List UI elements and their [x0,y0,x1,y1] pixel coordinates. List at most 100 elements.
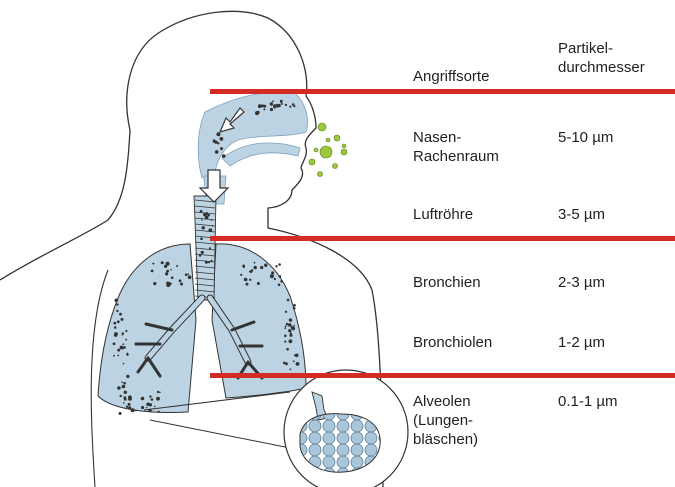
particle-dot [117,349,120,352]
particle-dot [171,276,174,279]
particle-dot [185,273,188,276]
inhaled-particle [334,135,340,141]
particle-dot [116,303,118,305]
header-site-label: Angriffsorte [413,67,489,86]
particle-dot [287,299,290,302]
diameter-bronchioles: 1-2 µm [558,333,605,352]
header-diameter-label: Partikel- durchmesser [558,39,645,77]
particle-dot [264,264,267,267]
particle-dot [285,311,287,313]
particle-dot [249,271,251,273]
particle-dot [120,346,124,350]
particle-dot [290,334,293,337]
particle-dot [258,104,262,108]
particle-dot [125,339,127,341]
particle-dot [254,266,257,269]
particle-dot [121,318,124,321]
site-bronchioles: Bronchiolen [413,333,492,352]
particle-dot [164,265,167,268]
particle-dot [119,313,122,316]
particle-dot [244,278,248,282]
particle-dot [293,304,296,307]
particle-dot [209,247,211,249]
particle-dot [199,254,202,257]
particle-dot [200,210,203,213]
diameter-nasopharynx: 5-10 µm [558,128,613,147]
particle-dot [285,362,288,365]
particle-dot [122,343,124,345]
particle-dot [281,103,283,105]
particle-dot [288,329,291,332]
inhaled-particle [318,172,323,177]
particle-dot [220,147,223,150]
particle-dot [296,362,300,366]
particle-dot [246,283,249,286]
inhaled-particles [309,123,347,177]
particle-dot [116,310,118,312]
particle-dot [126,406,128,408]
diameter-alveoli: 0.1-1 µm [558,392,618,411]
particle-dot [128,403,131,406]
particle-dot [126,375,129,378]
particle-dot [151,398,154,401]
particle-dot [166,270,169,273]
particle-dot [285,325,287,327]
particle-dot [128,397,132,401]
particle-dot [149,395,151,397]
particle-dot [201,219,203,221]
particle-dot [278,263,281,266]
particle-dot [202,226,205,229]
particle-dot [293,360,295,362]
separator-line [210,89,675,94]
particle-dot [285,104,287,106]
particle-dot [113,355,115,357]
particle-dot [291,326,294,329]
particle-dot [157,391,159,393]
particle-dot [289,318,292,321]
particle-dot [243,266,245,268]
particle-dot [263,108,265,110]
inhaled-particle [309,159,315,165]
particle-dot [271,271,274,274]
particle-dot [128,406,131,409]
particle-dot [213,140,216,143]
particle-dot [275,265,277,267]
particle-dot [158,411,160,413]
particle-dot [176,265,178,267]
particle-dot [293,307,296,310]
particle-dot [289,106,291,108]
particle-dot [161,261,164,264]
particle-dot [124,391,127,394]
particle-dot [115,299,119,303]
particle-dot [166,282,169,285]
particle-dot [286,348,289,351]
particle-dot [270,274,274,278]
particle-dot [122,385,126,389]
particle-dot [131,408,135,412]
particle-dot [270,102,273,105]
particle-dot [292,103,295,106]
particle-dot [165,272,168,275]
particle-dot [208,261,210,263]
particle-dot [274,278,276,280]
particle-dot [125,330,127,332]
particle-dot [152,263,154,265]
particle-dot [120,395,122,397]
particle-dot [159,392,161,394]
particle-dot [201,251,204,254]
site-trachea: Luftröhre [413,205,473,224]
particle-dot [240,274,242,276]
particle-dot [208,228,212,232]
particle-dot [215,150,219,154]
particle-dot [272,100,274,102]
particle-dot [123,382,126,385]
particle-dot [154,406,156,408]
particle-dot [123,363,125,365]
particle-dot [286,323,289,326]
inhaled-particle [320,146,332,158]
particle-dot [119,412,122,415]
particle-dot [222,154,226,158]
particle-dot [273,104,277,108]
particle-dot [141,406,144,409]
